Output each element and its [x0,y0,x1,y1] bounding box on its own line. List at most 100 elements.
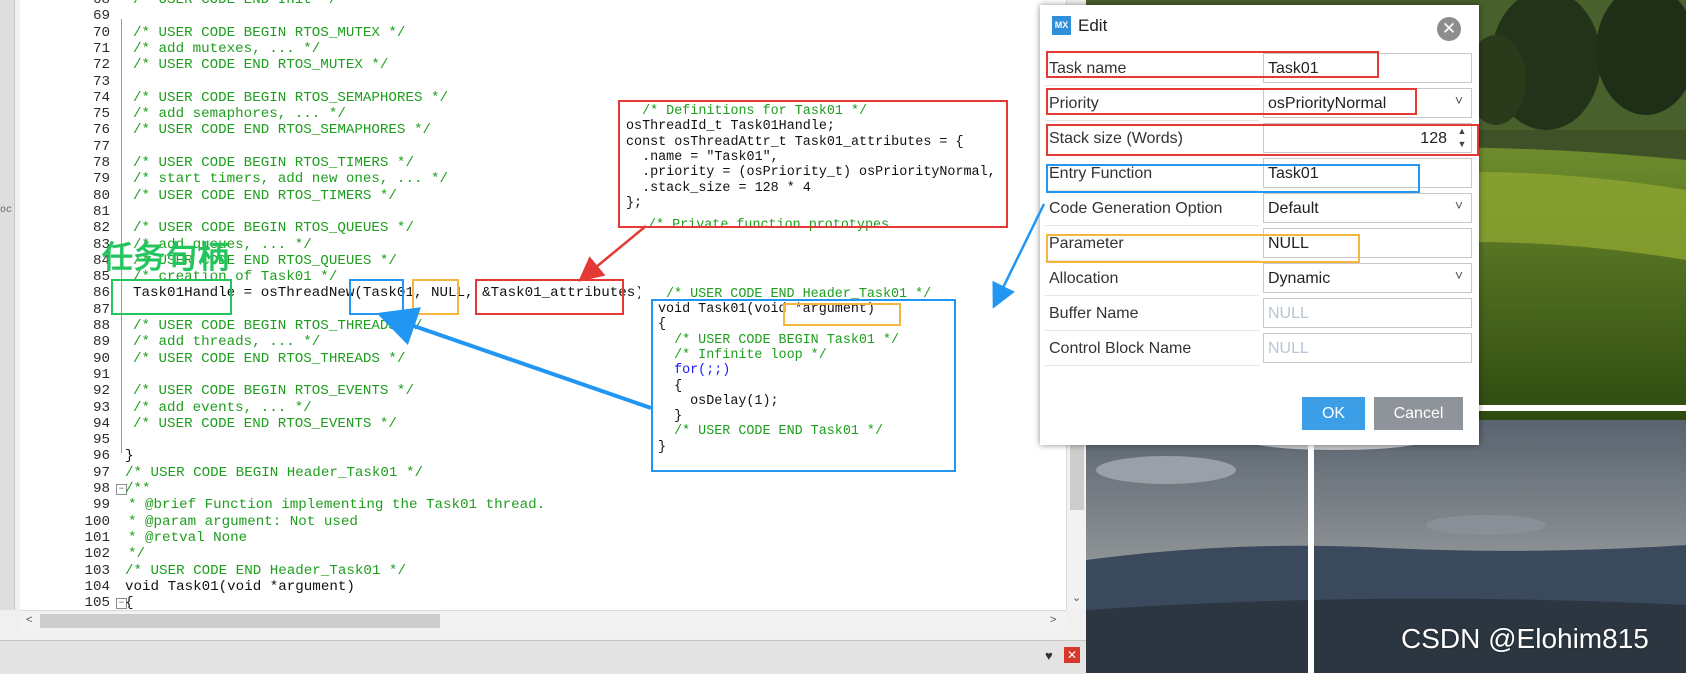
field-input[interactable]: NULL [1263,333,1472,363]
field-label: Control Block Name [1049,340,1192,357]
code-line[interactable]: 85 /* creation of Task01 */ [20,269,1060,285]
line-number: 101 [84,529,110,546]
code-line[interactable]: 84/* USER CODE END RTOS_QUEUES */ [20,253,1060,269]
code-line[interactable]: 76/* USER CODE END RTOS_SEMAPHORES */ [20,122,1060,138]
fold-toggle-icon[interactable]: − [116,484,127,495]
code-text: /* start timers, add new ones, ... */ [133,171,449,188]
code-line[interactable]: 98−/** [20,481,1060,497]
code-line[interactable]: 95 [20,432,1060,448]
code-line[interactable]: 94/* USER CODE END RTOS_EVENTS */ [20,416,1060,432]
field-label: Stack size (Words) [1049,130,1183,147]
code-line[interactable]: 74/* USER CODE BEGIN RTOS_SEMAPHORES */ [20,90,1060,106]
code-line[interactable]: 96} [20,448,1060,464]
ok-button[interactable]: OK [1302,397,1365,430]
code-text: /* USER CODE BEGIN RTOS_SEMAPHORES */ [133,89,449,106]
code-text: { [125,595,134,610]
field-value: NULL [1268,305,1309,322]
code-line[interactable]: 78/* USER CODE BEGIN RTOS_TIMERS */ [20,155,1060,171]
code-line[interactable]: 72/* USER CODE END RTOS_MUTEX */ [20,57,1060,73]
code-line[interactable]: 99* @brief Function implementing the Tas… [20,497,1060,513]
code-line[interactable]: 87 [20,302,1060,318]
code-line[interactable]: 93/* add events, ... */ [20,400,1060,416]
field-select[interactable]: Default˅ [1263,193,1472,223]
code-line[interactable]: 91 [20,367,1060,383]
field-input[interactable]: Task01 [1263,53,1472,83]
code-line[interactable]: 80/* USER CODE END RTOS_TIMERS */ [20,188,1060,204]
field-value: Task01 [1268,165,1319,182]
code-line[interactable]: 101* @retval None [20,530,1060,546]
close-icon[interactable]: ✕ [1437,17,1461,41]
code-line[interactable]: 75/* add semaphores, ... */ [20,106,1060,122]
row-divider [1045,85,1259,86]
line-number: 105 [84,595,110,610]
code-line[interactable]: 92/* USER CODE BEGIN RTOS_EVENTS */ [20,383,1060,399]
code-line[interactable]: 97/* USER CODE BEGIN Header_Task01 */ [20,465,1060,481]
line-number: 75 [92,106,110,123]
line-number: 76 [92,122,110,139]
code-line[interactable]: 89/* add threads, ... */ [20,334,1060,350]
fold-guide-line [121,19,122,453]
scroll-left-icon[interactable]: < [26,614,33,626]
code-line[interactable]: 69 [20,8,1060,24]
line-number: 102 [84,546,110,563]
dialog-title-bar[interactable]: MX Edit ✕ [1040,5,1479,45]
code-text: /* add threads, ... */ [133,334,321,351]
horizontal-scrollbar[interactable]: < > [20,610,1066,631]
code-line[interactable]: 68/* USER CODE END Init */ [20,0,1060,8]
line-number: 97 [92,464,110,481]
spinner-arrows-icon[interactable]: ▲▼ [1457,126,1467,149]
code-line[interactable]: 90/* USER CODE END RTOS_THREADS */ [20,351,1060,367]
horizontal-scroll-thumb[interactable] [40,614,440,628]
code-line[interactable]: 73 [20,74,1060,90]
pin-icon[interactable]: ♥ [1045,648,1053,663]
line-number: 88 [92,318,110,334]
code-line[interactable]: 79/* start timers, add new ones, ... */ [20,171,1060,187]
stack-size-highlight [1046,124,1479,156]
line-number: 95 [92,432,110,449]
field-input[interactable]: NULL [1263,228,1472,258]
task-name-highlight [1046,51,1379,78]
field-input[interactable]: Task01 [1263,158,1472,188]
code-line[interactable]: 102*/ [20,546,1060,562]
code-line[interactable]: 70/* USER CODE BEGIN RTOS_MUTEX */ [20,25,1060,41]
row-divider [1045,120,1259,121]
chevron-down-icon[interactable]: ˅ [1454,197,1463,213]
dialog-title: Edit [1078,16,1108,35]
code-text: /* USER CODE END RTOS_EVENTS */ [133,415,397,432]
entry-function-field-highlight [1046,164,1420,193]
line-number: 90 [92,350,110,367]
code-line[interactable]: 103/* USER CODE END Header_Task01 */ [20,563,1060,579]
scroll-right-icon[interactable]: > [1050,614,1057,626]
field-input[interactable]: NULL [1263,298,1472,328]
snippet-code-line: /* USER CODE BEGIN Task01 */ [658,332,900,348]
cancel-button[interactable]: Cancel [1374,397,1463,430]
fold-toggle-icon[interactable]: − [116,598,127,610]
line-number: 72 [92,57,110,74]
chevron-down-icon[interactable]: ˅ [1454,267,1463,283]
field-spinner[interactable]: 128▲▼ [1263,123,1472,153]
chevron-down-icon[interactable]: ˅ [1454,92,1463,108]
close-panel-button[interactable]: ✕ [1064,647,1080,663]
snippet-code-line: for(;;) [658,363,731,379]
line-number: 77 [92,138,110,155]
code-line[interactable]: 81 [20,204,1060,220]
code-line[interactable]: 71/* add mutexes, ... */ [20,41,1060,57]
snippet-code-line: .priority = (osPriority_t) osPriorityNor… [626,165,996,181]
line-number: 83 [92,236,110,253]
code-line[interactable]: 77 [20,139,1060,155]
code-line[interactable]: 82/* USER CODE BEGIN RTOS_QUEUES */ [20,220,1060,236]
field-select[interactable]: Dynamic˅ [1263,263,1472,293]
line-number: 85 [92,269,110,286]
code-line[interactable]: 105−{ [20,595,1060,610]
scroll-down-icon[interactable]: ⌄ [1072,592,1082,604]
code-line[interactable]: 83/* add queues, ... */ [20,237,1060,253]
code-text: /* creation of Task01 */ [133,269,338,286]
line-number: 70 [92,24,110,41]
code-line[interactable]: 100* @param argument: Not used [20,514,1060,530]
